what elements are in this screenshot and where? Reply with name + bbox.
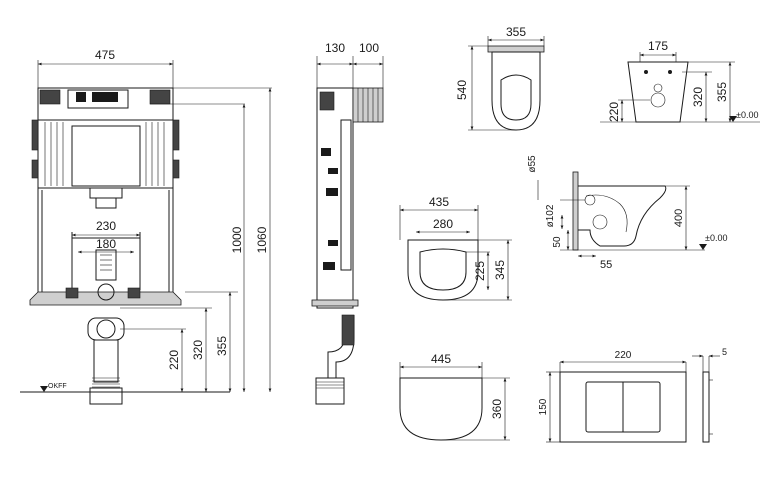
dim-lid-445: 445 bbox=[431, 352, 451, 366]
dim-lid-360: 360 bbox=[490, 399, 504, 419]
side-frame-body bbox=[316, 87, 354, 309]
dim-wc-side-102: ø102 bbox=[545, 204, 556, 227]
wc-side-outline bbox=[578, 185, 667, 247]
dim-plate-220: 220 bbox=[615, 350, 632, 361]
frame-bracket-right bbox=[149, 89, 171, 105]
wc-top-view: 540 355 bbox=[455, 25, 545, 131]
cistern-tank bbox=[37, 119, 174, 189]
wc-front-view: 175 355 320 220 ±0.00 bbox=[600, 39, 760, 123]
dim-spacing-180: 180 bbox=[96, 237, 116, 251]
dim-seat-345: 345 bbox=[493, 260, 507, 280]
wc-side-view: 400 ø55 ø102 50 55 ±0.00 bbox=[527, 155, 727, 271]
dim-height-355: 355 bbox=[215, 336, 229, 356]
dim-plate-150: 150 bbox=[538, 398, 549, 415]
frame-actuator bbox=[67, 89, 129, 109]
level-label-side: ±0.00 bbox=[705, 233, 727, 243]
dim-seat-280: 280 bbox=[433, 217, 453, 231]
frame-bracket-left bbox=[39, 89, 61, 105]
flush-plate-outline bbox=[559, 371, 687, 443]
dim-plate-5: 5 bbox=[722, 347, 727, 357]
dim-wc-front-220: 220 bbox=[607, 102, 621, 122]
lid-top-view: 445 360 bbox=[399, 352, 510, 441]
dim-wc-length: 540 bbox=[455, 80, 469, 100]
dim-height-1000: 1000 bbox=[230, 226, 244, 253]
frame-base bbox=[29, 291, 182, 306]
wc-bowl-outline bbox=[491, 51, 541, 131]
seat-top-view: 435 280 345 225 bbox=[399, 195, 512, 301]
dim-wc-front-355: 355 bbox=[715, 82, 729, 102]
dim-side-130: 130 bbox=[325, 41, 345, 55]
dim-wc-side-55-top: ø55 bbox=[527, 155, 538, 173]
dim-height-1060: 1060 bbox=[255, 226, 269, 253]
frame-front-view: OKFF 475 230 180 1000 1060 355 320 220 bbox=[20, 48, 272, 405]
level-label-front: ±0.00 bbox=[736, 110, 758, 120]
dim-seat-435: 435 bbox=[429, 195, 449, 209]
dim-height-220: 220 bbox=[167, 350, 181, 370]
cistern-hatch bbox=[44, 122, 165, 186]
dim-wc-front-width: 175 bbox=[648, 39, 668, 53]
dim-spacing-230: 230 bbox=[96, 219, 116, 233]
dim-wc-side-55: 55 bbox=[600, 259, 612, 271]
dim-wc-width: 355 bbox=[506, 25, 526, 39]
dim-wc-front-320: 320 bbox=[691, 87, 705, 107]
dim-wc-side-400: 400 bbox=[673, 209, 685, 227]
dim-seat-225: 225 bbox=[473, 261, 487, 281]
floor-label: OKFF bbox=[48, 383, 67, 390]
dim-side-100: 100 bbox=[359, 41, 379, 55]
frame-side-view: 130 100 bbox=[311, 41, 384, 405]
flush-plate-view: 220 150 5 bbox=[538, 347, 727, 443]
lid-outline bbox=[399, 377, 483, 441]
waste-connector bbox=[87, 317, 125, 341]
dim-frame-width: 475 bbox=[95, 48, 115, 62]
dim-wc-side-50: 50 bbox=[552, 236, 563, 248]
dim-height-320: 320 bbox=[191, 340, 205, 360]
